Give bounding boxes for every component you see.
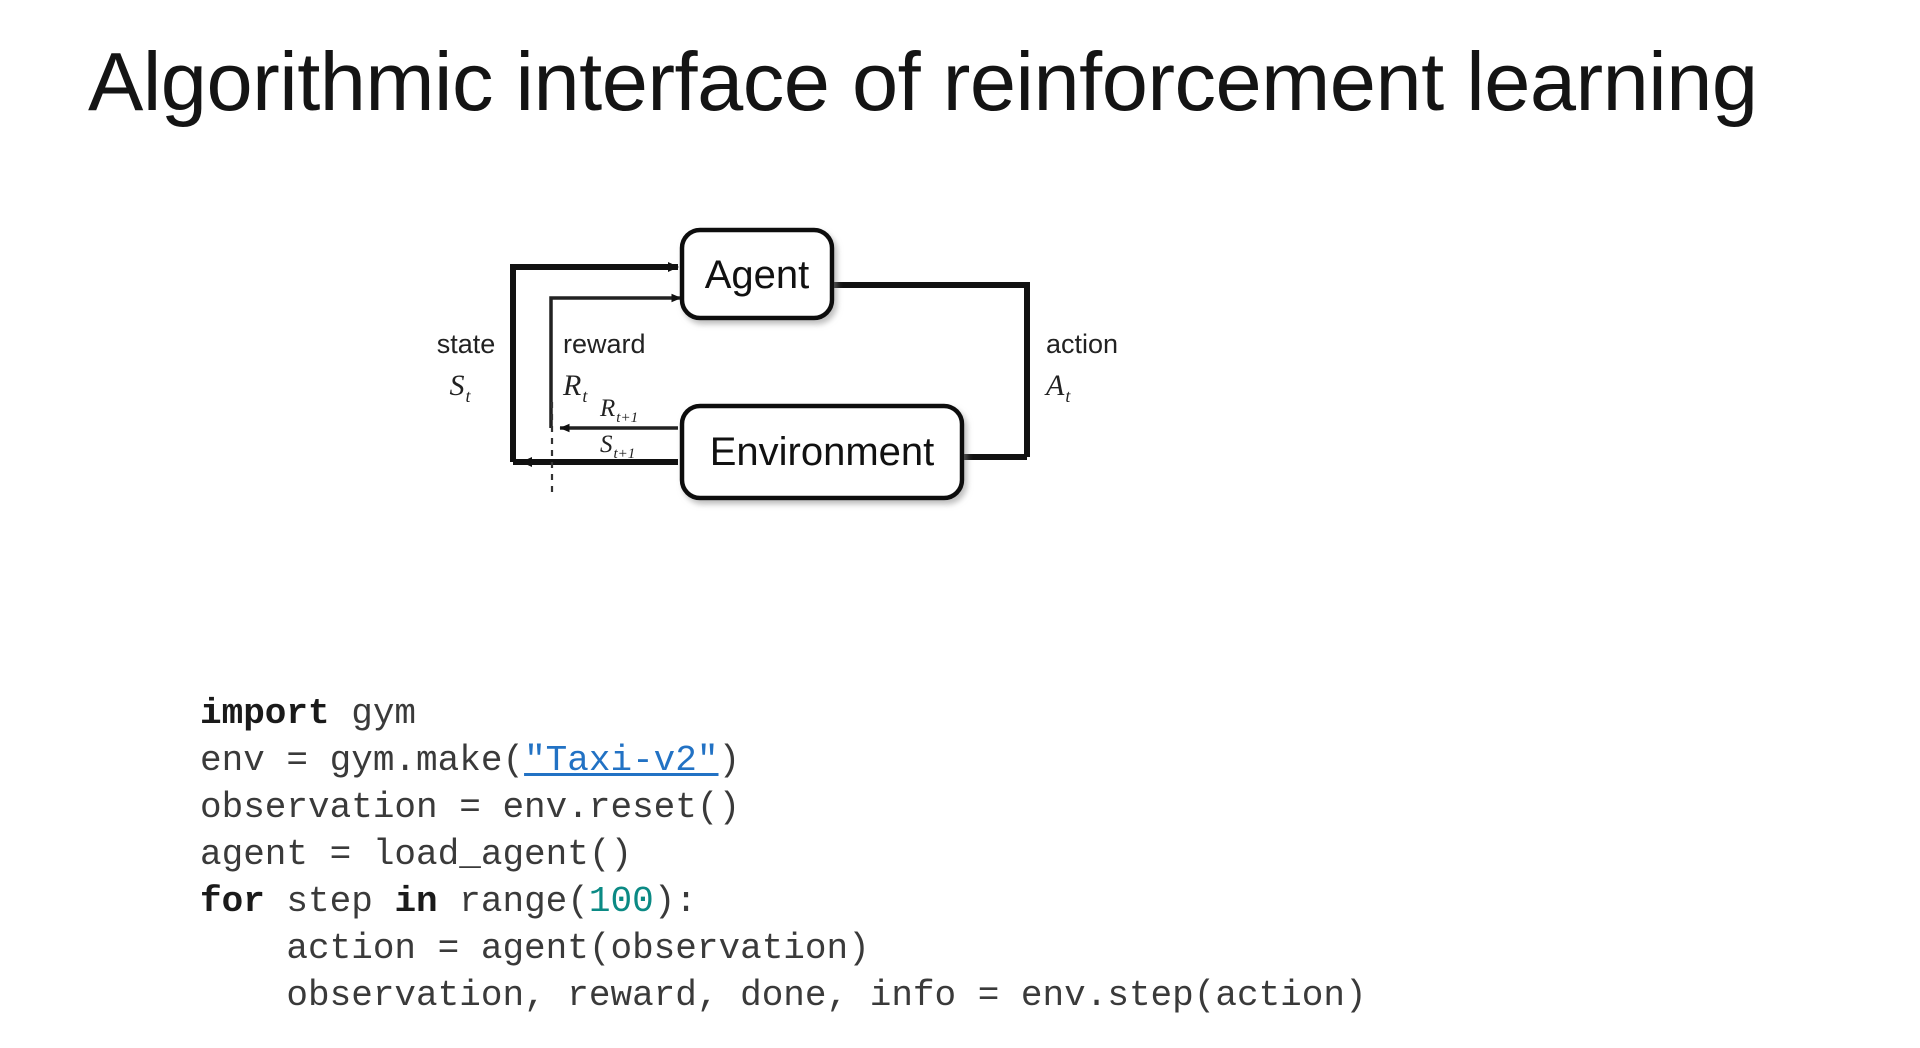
label-reward-word: reward <box>563 329 646 359</box>
env-id-link[interactable]: "Taxi-v2" <box>524 740 719 781</box>
node-agent[interactable]: Agent <box>679 227 835 321</box>
code-line: action = agent(observation) <box>200 925 1367 972</box>
code-text: range( <box>437 881 589 922</box>
label-reward-symbol: Rt <box>562 369 588 406</box>
node-environment-label: Environment <box>710 430 935 474</box>
code-keyword: in <box>394 881 438 922</box>
label-state-word: state <box>437 329 496 359</box>
node-environment[interactable]: Environment <box>679 403 965 501</box>
code-text: env = gym.make( <box>200 740 525 781</box>
label-action-symbol: At <box>1044 369 1071 406</box>
code-line: import gym <box>200 690 1367 737</box>
code-text: observation, reward, done, info = env.st… <box>200 975 1367 1016</box>
code-keyword: for <box>200 881 265 922</box>
code-text: observation = env.reset() <box>200 787 741 828</box>
rl-interaction-diagram: Agent Environment state St reward Rt act… <box>400 210 1520 630</box>
code-line: observation, reward, done, info = env.st… <box>200 972 1367 1019</box>
node-agent-label: Agent <box>705 253 810 297</box>
page-title: Algorithmic interface of reinforcement l… <box>88 35 1758 128</box>
code-text: action = agent(observation) <box>200 928 870 969</box>
label-next-state-symbol: St+1 <box>600 431 635 462</box>
code-text: ) <box>718 740 741 781</box>
code-keyword: import <box>200 693 330 734</box>
label-next-reward-symbol: Rt+1 <box>599 395 638 426</box>
code-text: step <box>264 881 395 922</box>
code-line: observation = env.reset() <box>200 784 1367 831</box>
code-text: gym <box>329 693 417 734</box>
code-number: 100 <box>588 881 654 922</box>
code-text: agent = load_agent() <box>200 834 633 875</box>
code-line: for step in range(100): <box>200 878 1367 925</box>
label-state-symbol: St <box>449 369 471 406</box>
code-text: ): <box>653 881 697 922</box>
edge-reward-to-agent <box>549 293 682 428</box>
label-action-word: action <box>1046 329 1118 359</box>
code-line: agent = load_agent() <box>200 831 1367 878</box>
code-line: env = gym.make("Taxi-v2") <box>200 737 1367 784</box>
